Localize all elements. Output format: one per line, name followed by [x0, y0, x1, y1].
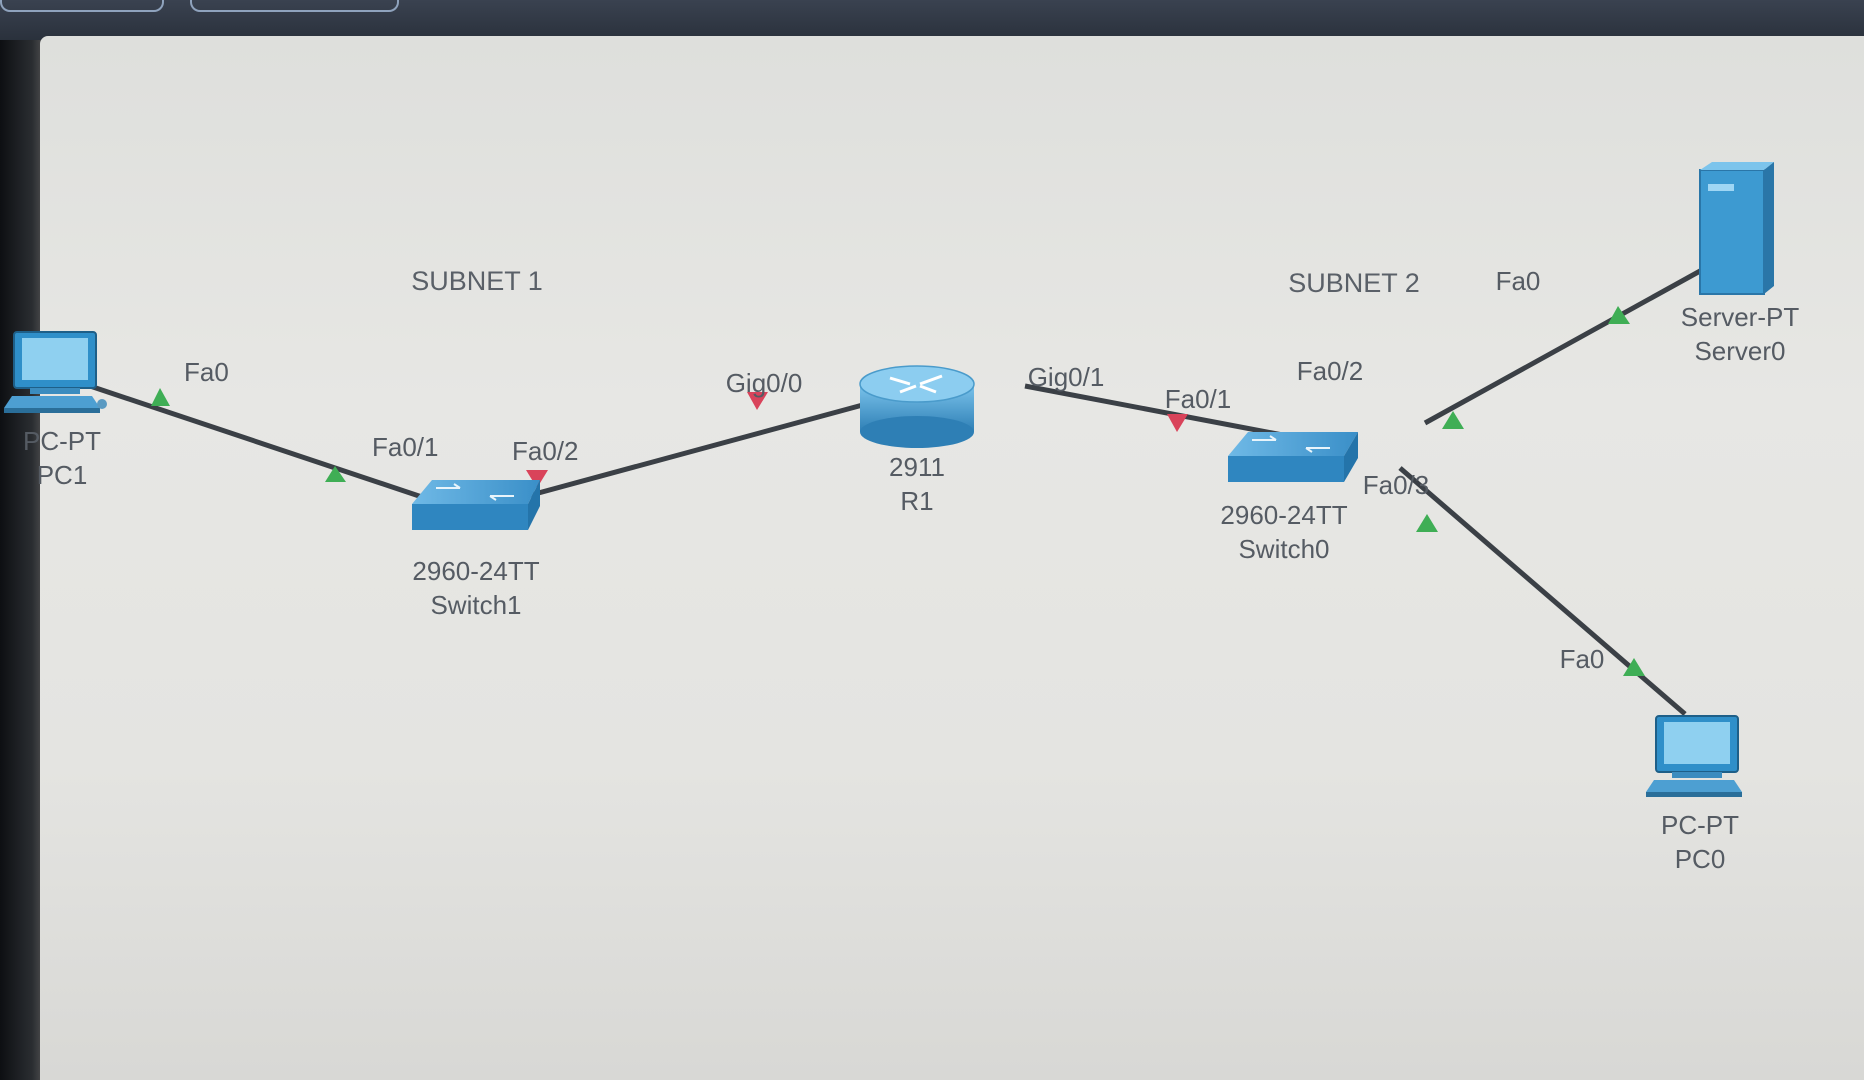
device-name-label: PC1: [37, 460, 88, 490]
link-down-marker: [1167, 414, 1188, 432]
device-name-label: Switch0: [1238, 534, 1329, 564]
switch-icon: [412, 480, 540, 530]
link-pc1-switch1[interactable]: [89, 383, 426, 501]
device-server0[interactable]: Server-PT Server0: [1681, 162, 1800, 366]
device-switch1[interactable]: 2960-24TT Switch1: [412, 480, 540, 620]
port-label-pc0-fa0: Fa0: [1560, 644, 1605, 674]
device-name-label: Switch1: [430, 590, 521, 620]
device-type-label: PC-PT: [23, 426, 101, 456]
link-up-marker: [151, 388, 170, 406]
subnet-1-label: SUBNET 1: [411, 266, 543, 296]
router-icon: [859, 365, 975, 448]
device-switch0[interactable]: 2960-24TT Switch0: [1220, 432, 1358, 564]
link-up-marker: [325, 466, 346, 482]
port-label-sw1-fa01: Fa0/1: [372, 432, 439, 462]
device-pc1[interactable]: PC-PT PC1: [4, 331, 107, 490]
switch-icon: [1228, 432, 1358, 482]
topology-canvas[interactable]: PC-PT PC1 2960-24TT Switch1 2911 R1: [4, 36, 1864, 1080]
device-type-label: 2960-24TT: [1220, 500, 1347, 530]
link-switch0-pc0[interactable]: [1398, 466, 1687, 716]
link-up-marker: [1608, 306, 1630, 324]
tab-right[interactable]: [190, 0, 399, 12]
device-name-label: PC0: [1675, 844, 1726, 874]
title-bar: [0, 0, 1864, 40]
pc-icon: [4, 331, 107, 413]
port-label-r1-gig01: Gig0/1: [1028, 362, 1105, 392]
link-down-marker: [747, 392, 768, 410]
port-label-sw0-fa03: Fa0/3: [1363, 470, 1430, 500]
device-type-label: 2911: [889, 452, 945, 482]
link-up-marker: [1623, 658, 1645, 676]
device-pc0[interactable]: PC-PT PC0: [1646, 715, 1742, 874]
device-type-label: 2960-24TT: [412, 556, 539, 586]
pc-icon: [1646, 715, 1742, 797]
link-up-marker: [1416, 514, 1438, 532]
subnet-2-label: SUBNET 2: [1288, 268, 1420, 298]
port-label-server-fa0: Fa0: [1496, 266, 1541, 296]
screen-bezel: [0, 40, 46, 1080]
port-label-sw0-fa02: Fa0/2: [1297, 356, 1364, 386]
port-label-r1-gig00: Gig0/0: [726, 368, 803, 398]
device-name-label: R1: [900, 486, 933, 516]
device-name-label: Server0: [1694, 336, 1785, 366]
device-type-label: Server-PT: [1681, 302, 1800, 332]
port-label-sw0-fa01: Fa0/1: [1165, 384, 1232, 414]
port-label-sw1-fa02: Fa0/2: [512, 436, 579, 466]
link-up-marker: [1442, 411, 1464, 429]
link-switch0-server0[interactable]: [1423, 257, 1722, 426]
server-icon: [1699, 162, 1774, 295]
port-label-pc1-fa0: Fa0: [184, 357, 229, 387]
tab-left[interactable]: [0, 0, 164, 12]
device-r1[interactable]: 2911 R1: [859, 365, 975, 516]
link-down-marker: [526, 470, 548, 488]
device-type-label: PC-PT: [1661, 810, 1739, 840]
logical-workspace[interactable]: PC-PT PC1 2960-24TT Switch1 2911 R1: [4, 36, 1864, 1080]
